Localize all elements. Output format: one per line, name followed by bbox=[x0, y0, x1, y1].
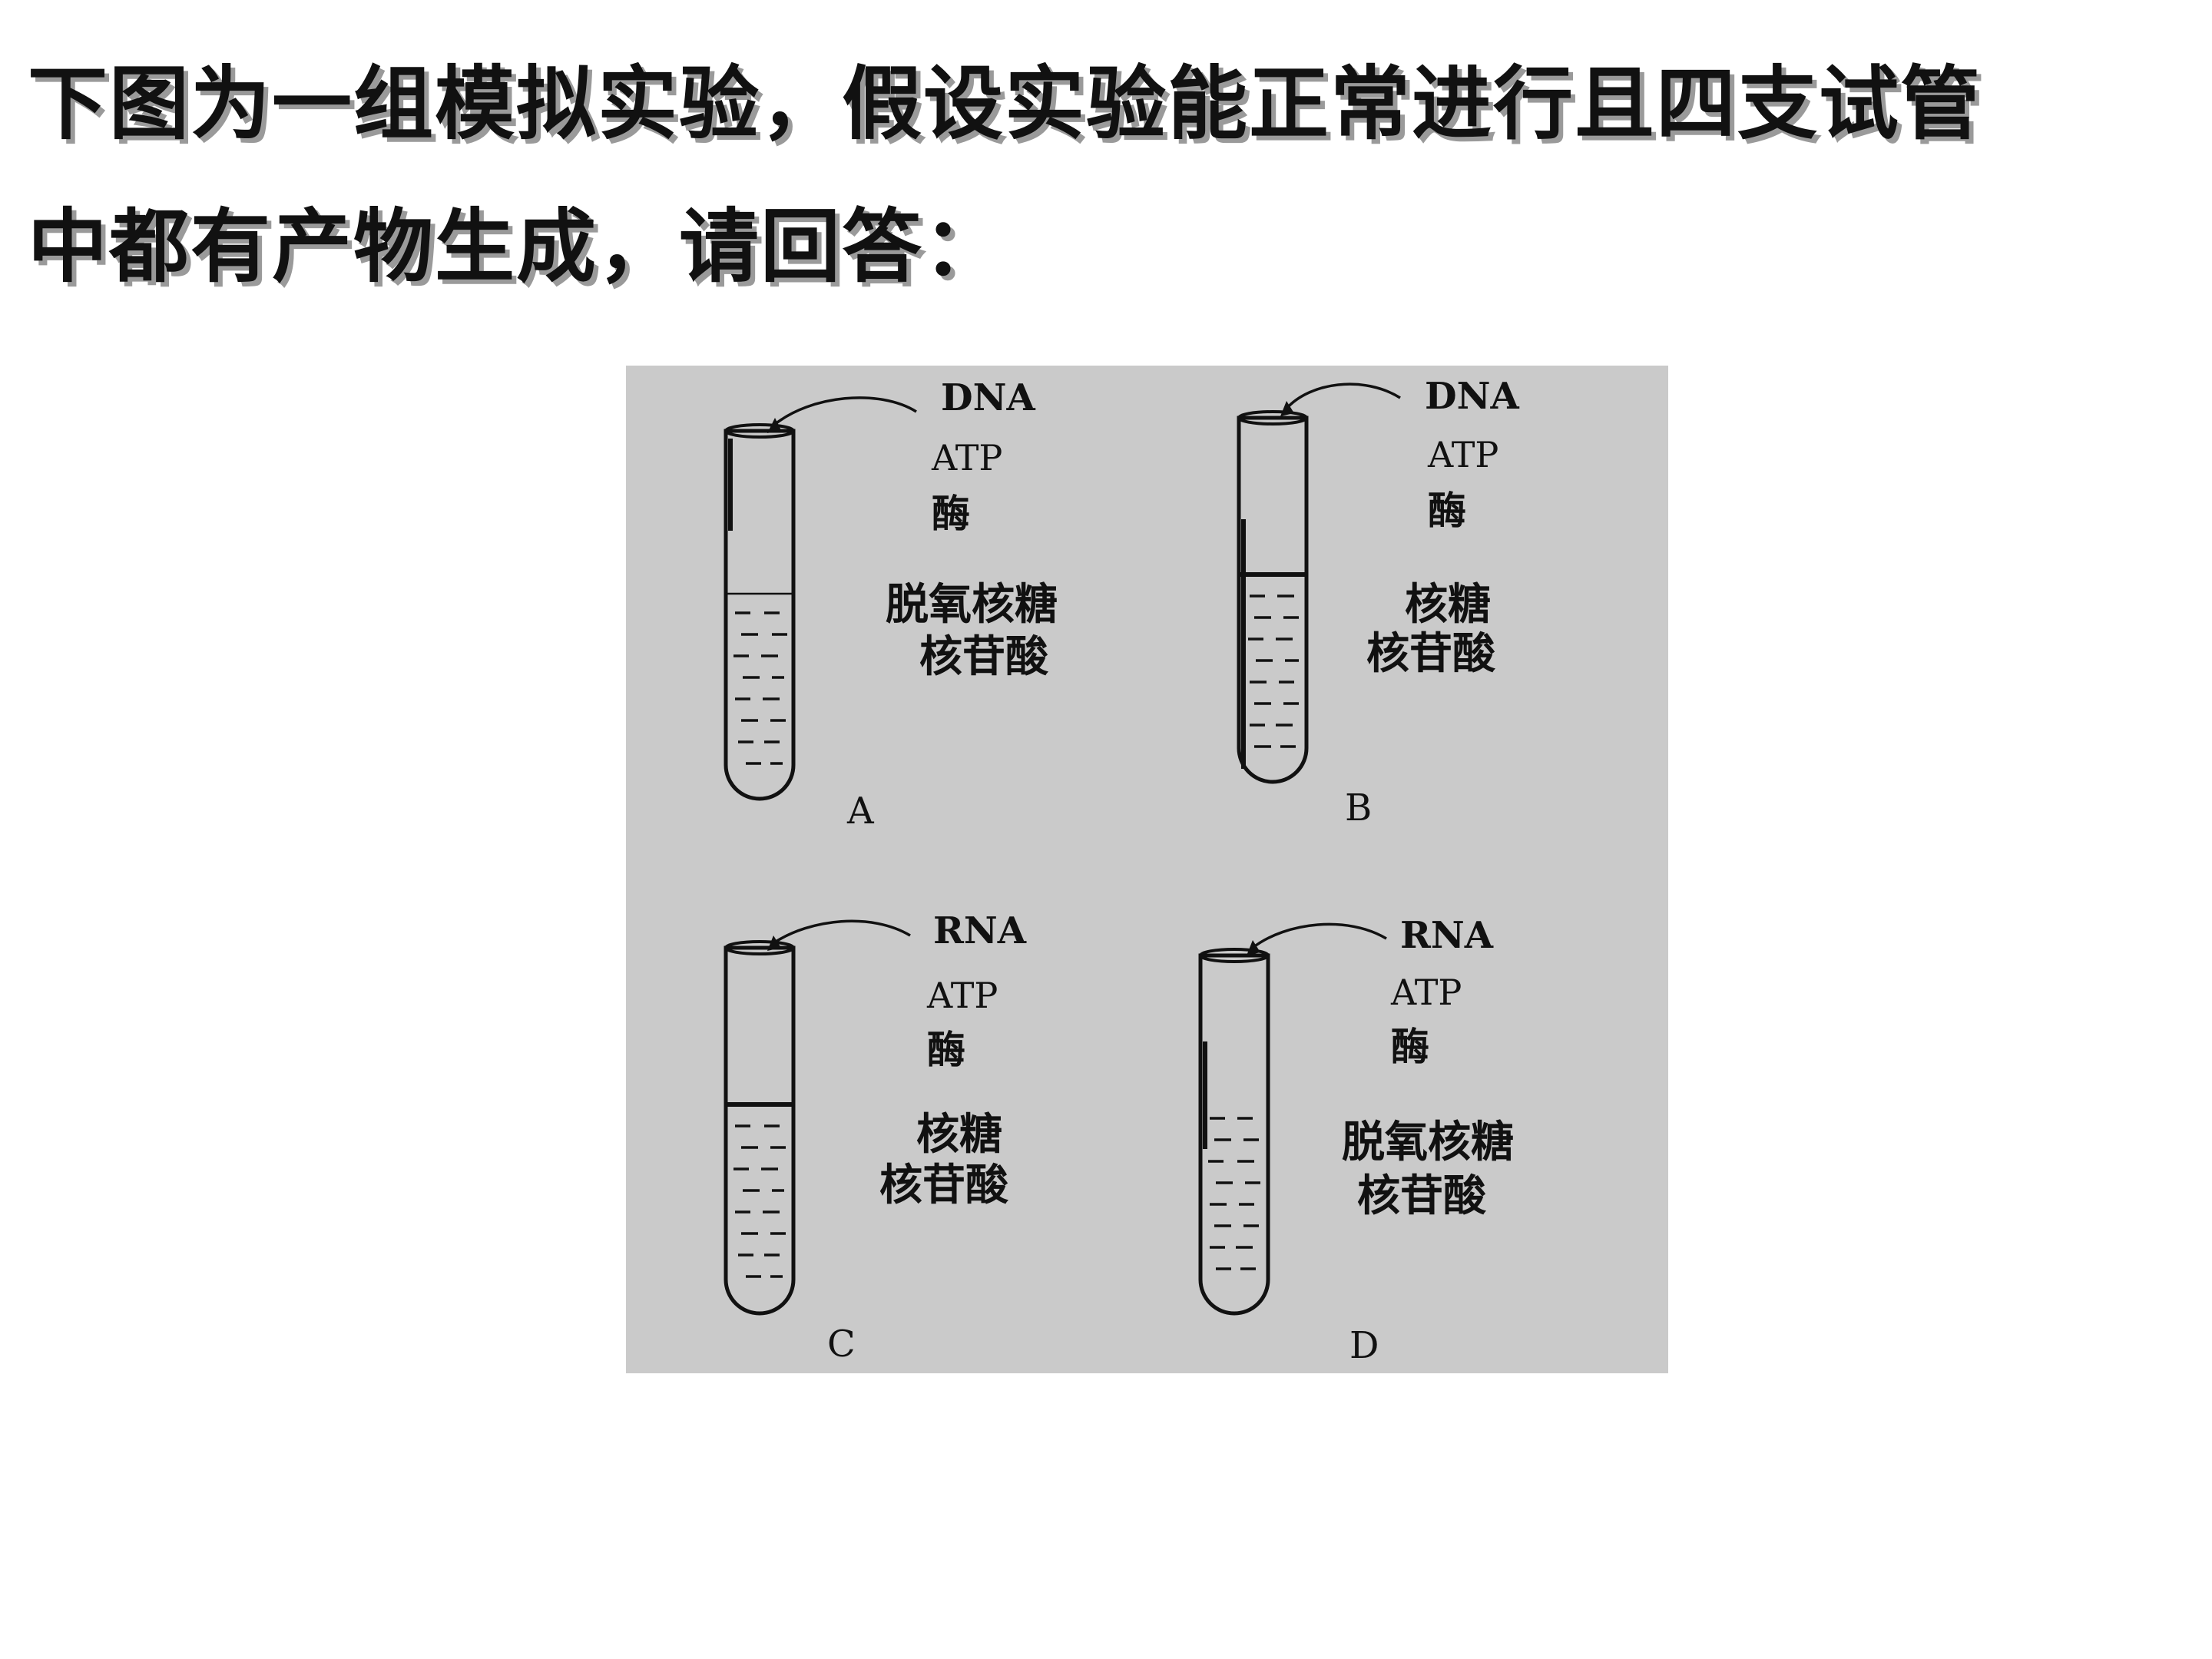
nucleotide-label-b: 核苷酸 bbox=[1366, 629, 1496, 679]
arrow-b bbox=[1280, 382, 1401, 416]
reagent-atp-c: ATP bbox=[926, 975, 998, 1016]
sugar-label-b: 核糖 bbox=[1405, 580, 1491, 630]
tube-label-d: D bbox=[1349, 1324, 1379, 1367]
tube-d: RNA ATP 酶 脱氧核糖 核苷酸 D bbox=[1198, 914, 1514, 1367]
nucleotide-label-d: 核苷酸 bbox=[1357, 1171, 1487, 1221]
tube-a: DNA ATP 酶 脱氧核糖 核苷酸 A bbox=[724, 376, 1058, 833]
arrow-d bbox=[1247, 922, 1387, 955]
test-tube-a bbox=[724, 423, 796, 801]
question-line-1: 下图为一组模拟实验，假设实验能正常进行且四支试管 bbox=[28, 57, 1982, 151]
tube-label-c: C bbox=[827, 1323, 856, 1366]
reagent-enzyme-c: 酶 bbox=[927, 1028, 965, 1072]
question-line-2: 中都有产物生成，请回答： bbox=[28, 200, 1005, 293]
nucleotide-label-a: 核苷酸 bbox=[919, 632, 1049, 682]
template-label-b: DNA bbox=[1425, 375, 1520, 418]
experiment-diagram: DNA ATP 酶 脱氧核糖 核苷酸 A bbox=[724, 375, 1520, 1367]
sugar-label-c: 核糖 bbox=[916, 1110, 1002, 1160]
question-text: 下图为一组模拟实验，假设实验能正常进行且四支试管 中都有产物生成，请回答： bbox=[28, 32, 2178, 318]
test-tube-b bbox=[1237, 410, 1309, 784]
template-label-c: RNA bbox=[933, 909, 1027, 952]
template-label-d: RNA bbox=[1400, 914, 1494, 957]
experiment-figure: DNA ATP 酶 脱氧核糖 核苷酸 A bbox=[626, 366, 1668, 1373]
sugar-label-d: 脱氧核糖 bbox=[1342, 1118, 1514, 1167]
reagent-atp-a: ATP bbox=[931, 437, 1002, 478]
reagent-enzyme-a: 酶 bbox=[932, 492, 970, 536]
reagent-enzyme-b: 酶 bbox=[1428, 488, 1466, 533]
arrow-a bbox=[767, 396, 917, 433]
arrow-c bbox=[767, 919, 911, 951]
test-tube-d bbox=[1198, 948, 1270, 1316]
reagent-enzyme-d: 酶 bbox=[1391, 1025, 1429, 1069]
tube-c: RNA ATP 酶 核糖 核苷酸 C bbox=[724, 909, 1027, 1366]
sugar-label-a: 脱氧核糖 bbox=[886, 580, 1058, 630]
template-label-a: DNA bbox=[941, 376, 1036, 419]
tube-b: DNA ATP 酶 核糖 核苷酸 B bbox=[1237, 375, 1520, 830]
nucleotide-label-c: 核苷酸 bbox=[879, 1161, 1009, 1210]
test-tube-c bbox=[724, 940, 796, 1316]
reagent-atp-b: ATP bbox=[1427, 434, 1498, 475]
tube-label-b: B bbox=[1345, 786, 1372, 830]
tube-label-a: A bbox=[846, 790, 875, 833]
reagent-atp-d: ATP bbox=[1390, 972, 1462, 1013]
